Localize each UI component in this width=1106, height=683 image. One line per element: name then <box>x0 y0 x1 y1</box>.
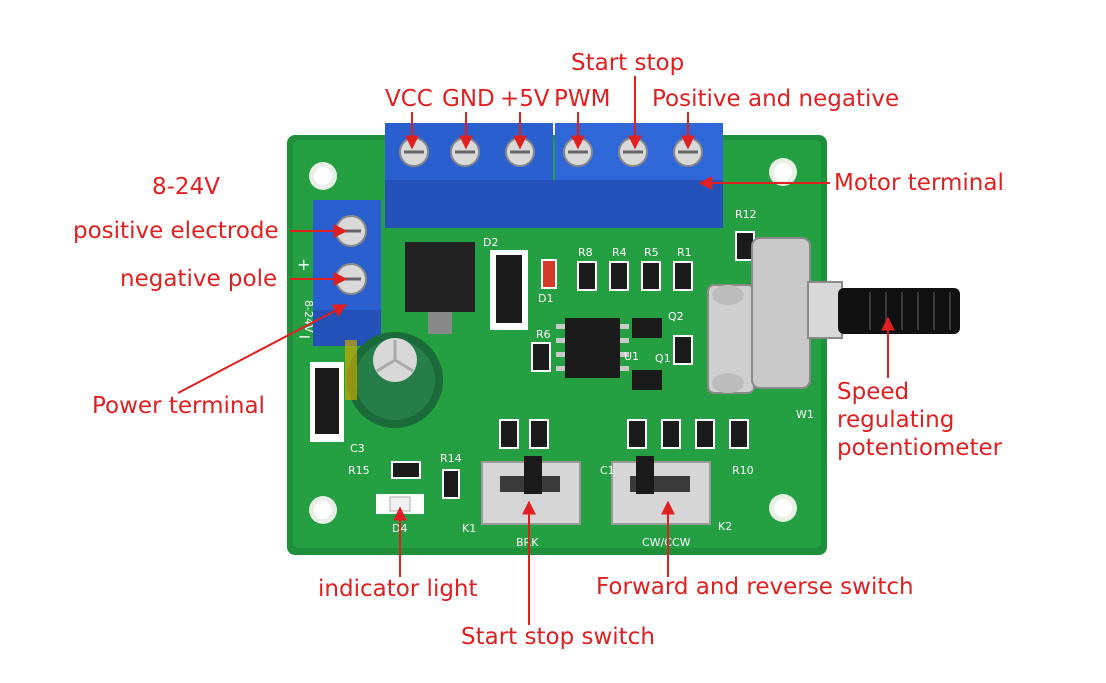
silk-r10: R10 <box>732 464 754 477</box>
silk-c1: C1 <box>600 464 615 477</box>
silk-r6: R6 <box>536 328 551 341</box>
silk-q1: Q1 <box>655 352 671 365</box>
silk-d2: D2 <box>483 236 498 249</box>
label-positive-negative: Positive and negative <box>652 86 900 112</box>
voltage-regulator <box>405 242 475 312</box>
motor-terminal-block <box>385 123 723 228</box>
arrow-power-terminal <box>177 304 348 394</box>
silk-r14: R14 <box>440 452 462 465</box>
label-start-stop: Start stop <box>571 50 685 76</box>
silk-cwccw: CW/CCW <box>642 536 691 549</box>
label-voltage-range: 8-24V <box>152 174 220 200</box>
label-power-terminal: Power terminal <box>92 393 265 419</box>
forward-reverse-switch-body <box>611 456 711 525</box>
silk-r4: R4 <box>612 246 627 259</box>
label-positive-electrode: positive electrode <box>73 218 279 244</box>
silk-c3: C3 <box>350 442 365 455</box>
label-negative-pole: negative pole <box>120 266 278 292</box>
label-plus5v: +5V <box>500 86 550 112</box>
silk-r1: R1 <box>677 246 692 259</box>
label-motor-terminal: Motor terminal <box>834 170 1004 196</box>
speed-potentiometer <box>707 237 960 394</box>
silk-r12: R12 <box>735 208 757 221</box>
electrolytic-capacitor <box>345 332 443 428</box>
ic-u1 <box>556 318 629 378</box>
silk-k2: K2 <box>718 520 732 533</box>
label-speed-line3: potentiometer <box>837 435 1003 461</box>
silk-minus: − <box>298 327 311 346</box>
label-pwm: PWM <box>554 86 611 112</box>
silk-input-voltage: 8-24V <box>302 300 315 333</box>
silk-brk: BRK <box>516 536 539 549</box>
mounting-holes <box>309 158 797 524</box>
label-gnd: GND <box>442 86 495 112</box>
silk-r15: R15 <box>348 464 370 477</box>
label-speed-line1: Speed <box>837 379 910 405</box>
start-stop-switch-body <box>481 456 581 525</box>
silk-r5: R5 <box>644 246 659 259</box>
silk-u1: U1 <box>624 350 639 363</box>
silk-q2: Q2 <box>668 310 684 323</box>
label-vcc: VCC <box>385 86 433 112</box>
silk-k1: K1 <box>462 522 476 535</box>
silk-d1: D1 <box>538 292 553 305</box>
label-forward-reverse-switch: Forward and reverse switch <box>596 574 914 600</box>
smd-resistors <box>391 231 755 499</box>
silk-r8: R8 <box>578 246 593 259</box>
silk-w1: W1 <box>796 408 814 421</box>
label-speed-line2: regulating <box>837 407 955 433</box>
label-start-stop-switch: Start stop switch <box>461 624 655 650</box>
silk-plus: + <box>297 255 310 274</box>
power-terminal-block <box>313 200 381 346</box>
label-indicator-light: indicator light <box>318 576 478 602</box>
